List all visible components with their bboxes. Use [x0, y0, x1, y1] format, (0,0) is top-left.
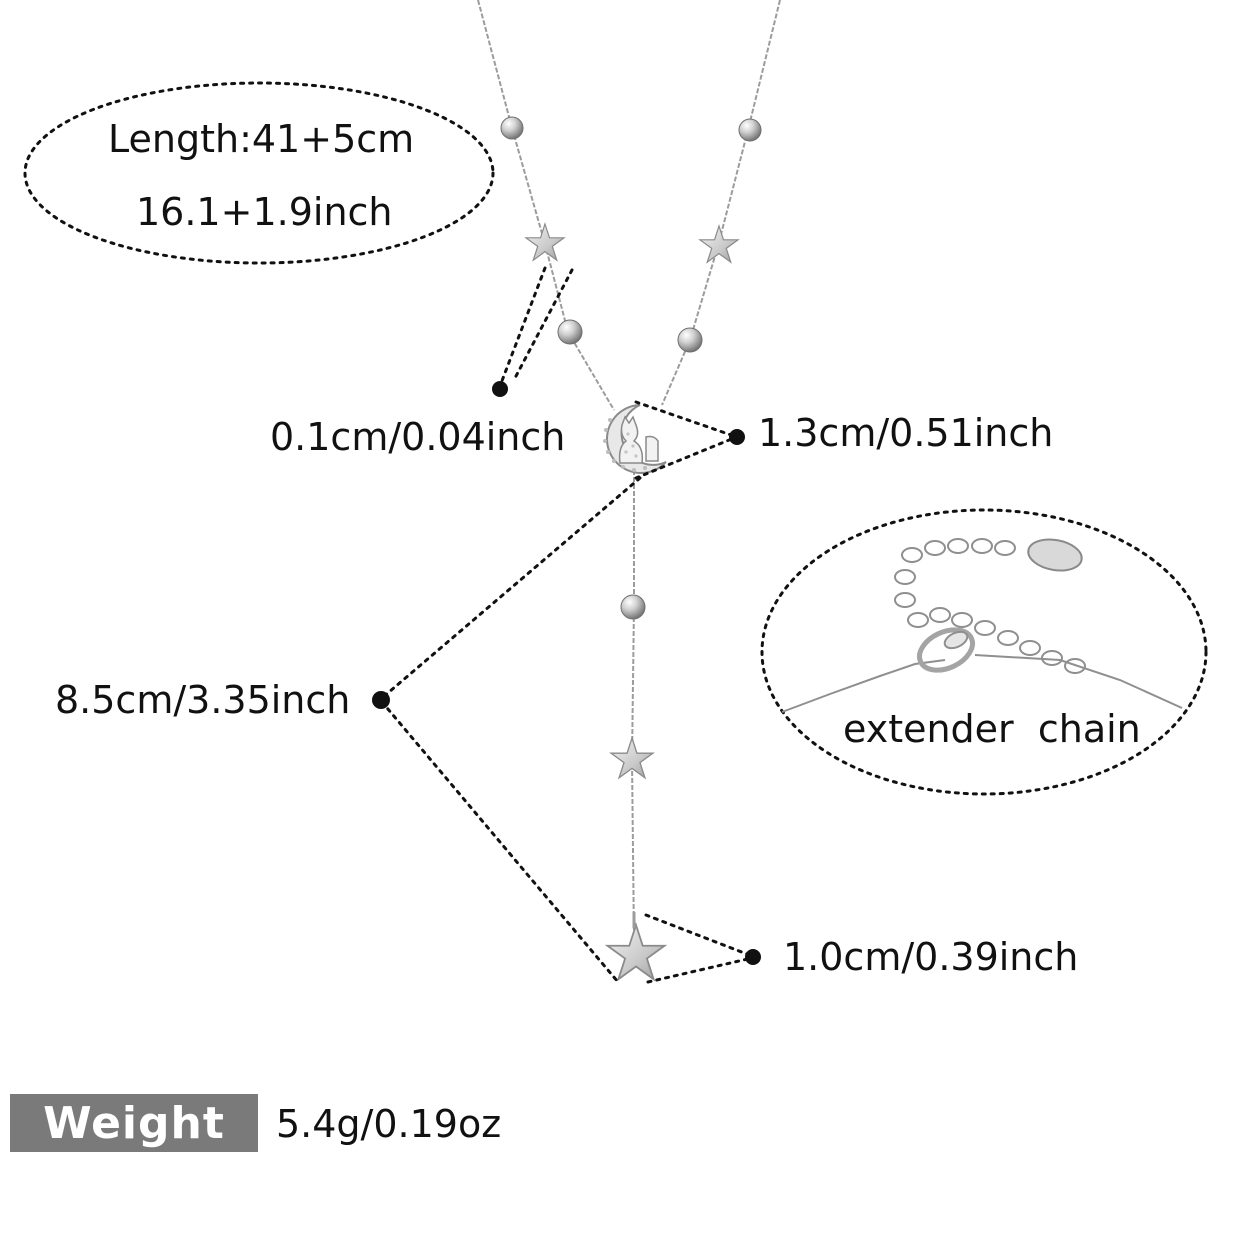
chain-width-label: 0.1cm/0.04inch — [270, 415, 566, 459]
star-size-label: 1.0cm/0.39inch — [783, 935, 1079, 979]
length-inch-label: 16.1+1.9inch — [136, 190, 393, 234]
length-label: Length:41+5cm — [108, 117, 415, 161]
weight-label: Weight — [10, 1094, 258, 1152]
pendant-size-label: 1.3cm/0.51inch — [758, 411, 1054, 455]
extender-chain-label: extender chain — [843, 707, 1141, 751]
extender-chain — [781, 538, 1183, 713]
weight-value: 5.4g/0.19oz — [276, 1102, 502, 1146]
callout-dots — [372, 381, 761, 965]
beads — [500, 116, 762, 620]
moon-cat-pendant — [603, 404, 667, 474]
drop-length-label: 8.5cm/3.35inch — [55, 678, 351, 722]
dimension-lines — [23, 81, 1208, 984]
